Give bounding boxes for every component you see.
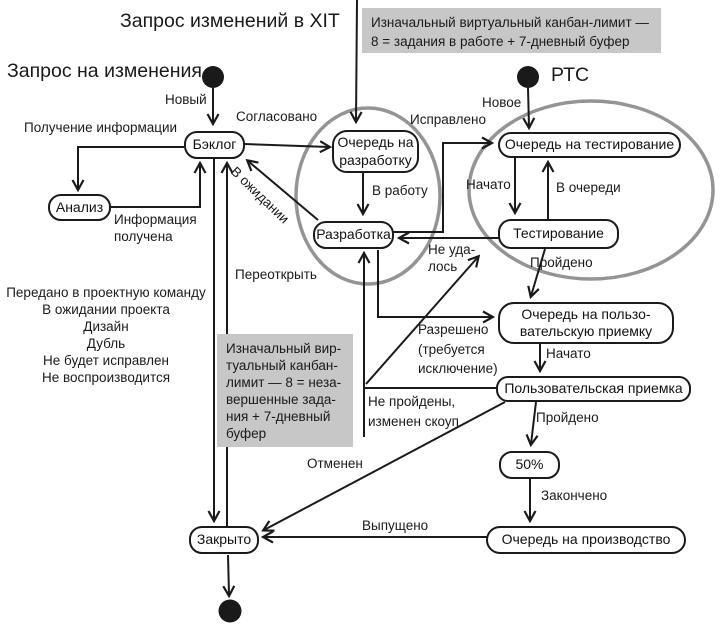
- state-test-queue-label: Очередь на тестирование: [504, 136, 675, 153]
- edge-from-top: [356, 0, 357, 121]
- state-test-queue: Очередь на тестирование: [498, 132, 681, 158]
- start-label-change-request: Запрос на изменения: [7, 60, 202, 82]
- state-uat-queue: Очередь на пользо- вательскую приемку: [498, 302, 674, 344]
- state-backlog: Бэклог: [184, 131, 245, 159]
- state-dev-queue-line1: Очередь на: [337, 134, 414, 151]
- status-item: Не будет исправлен: [43, 353, 169, 368]
- edge-label-failed: Не уда- лось: [428, 242, 476, 275]
- state-development: Разработка: [313, 221, 394, 249]
- note-kanban-limit-middle: Изначальный вир- туальный канбан- лимит …: [217, 334, 353, 447]
- state-uat-queue-line1: Очередь на пользо-: [521, 305, 651, 322]
- edge-fixed: [393, 143, 491, 233]
- edge-label-to-work: В работу: [372, 183, 428, 198]
- state-uat-label: Пользовательская приемка: [504, 380, 683, 397]
- edge-uat-passed: [531, 401, 536, 444]
- edge-label-rtc-new: Новое: [482, 95, 522, 110]
- note-kanban-limit-top: Изначальный виртуальный канбан-лимит — 8…: [362, 8, 661, 53]
- edge-closed-end: [228, 554, 229, 595]
- state-testing: Тестирование: [498, 219, 619, 249]
- edge-label-uat-passed: Пройдено: [536, 410, 599, 425]
- edge-rtc-new: [528, 87, 529, 127]
- page-title: Запрос изменений в XIT: [120, 10, 340, 32]
- backlog-closed-status-list: Передано в проектную команду В ожидании …: [2, 284, 210, 386]
- edge-label-get-info: Получение информации: [24, 120, 178, 135]
- edge-label-info-received: Информация получена: [114, 212, 197, 245]
- edge-label-cancelled: Отменен: [307, 456, 363, 471]
- state-dev-queue: Очередь на разработку: [332, 130, 419, 173]
- state-fifty-percent: 50%: [499, 451, 560, 479]
- state-testing-label: Тестирование: [513, 225, 604, 242]
- state-closed: Закрыто: [189, 526, 259, 554]
- edge-label-uat-started: Начато: [546, 346, 591, 361]
- start-label-rtc: РТС: [551, 64, 590, 86]
- start-state-change-request: [202, 66, 224, 88]
- edge-test-passed: [531, 248, 546, 296]
- state-prod-queue-label: Очередь на производство: [501, 531, 671, 548]
- state-analysis: Анализ: [48, 194, 111, 221]
- edge-label-reopen: Переоткрыть: [235, 267, 317, 282]
- edge-label-in-queue: В очереди: [556, 180, 621, 195]
- edge-label-test-started: Начато: [466, 177, 511, 192]
- edge-label-exception-granted: Разрешено (требуется исключение): [418, 322, 498, 377]
- development-stage-ellipse: [294, 106, 442, 286]
- edge-back-to-testing: [365, 257, 478, 385]
- status-item: Передано в проектную команду: [6, 285, 206, 300]
- edge-waiting: [248, 161, 319, 221]
- end-state: [218, 599, 242, 623]
- edge-get-info: [78, 146, 184, 189]
- edge-label-done: Закончено: [541, 488, 608, 503]
- edge-label-not-passed-scope: Не пройдены, изменен скоуп: [368, 394, 459, 430]
- state-dev-queue-line2: разработку: [339, 151, 412, 168]
- edge-agreed: [243, 144, 329, 147]
- edge-label-released: Выпущено: [362, 518, 429, 533]
- state-development-label: Разработка: [316, 226, 391, 243]
- state-prod-queue: Очередь на производство: [486, 526, 686, 554]
- edge-label-fixed: Исправлено: [410, 112, 486, 127]
- status-item: Дубль: [86, 336, 126, 351]
- edge-exception-granted: [377, 250, 492, 317]
- edge-cancelled: [264, 401, 506, 530]
- state-fifty-percent-label: 50%: [515, 456, 544, 473]
- status-item: В ожидании проекта: [42, 302, 170, 317]
- status-item: Не воспроизводится: [41, 370, 171, 385]
- state-uat-queue-line2: вательскую приемку: [519, 323, 653, 339]
- state-uat: Пользовательская приемка: [496, 376, 691, 402]
- edge-info-received: [111, 164, 200, 208]
- edge-label-agreed: Согласовано: [236, 109, 318, 124]
- status-item: Дизайн: [83, 319, 129, 334]
- state-closed-label: Закрыто: [196, 531, 252, 548]
- testing-stage-ellipse: [467, 99, 715, 281]
- edge-label-new: Новый: [165, 92, 207, 107]
- edge-label-test-passed: Пройдено: [530, 255, 593, 270]
- state-analysis-label: Анализ: [55, 198, 104, 215]
- state-backlog-label: Бэклог: [192, 136, 237, 153]
- start-state-rtc: [517, 66, 539, 88]
